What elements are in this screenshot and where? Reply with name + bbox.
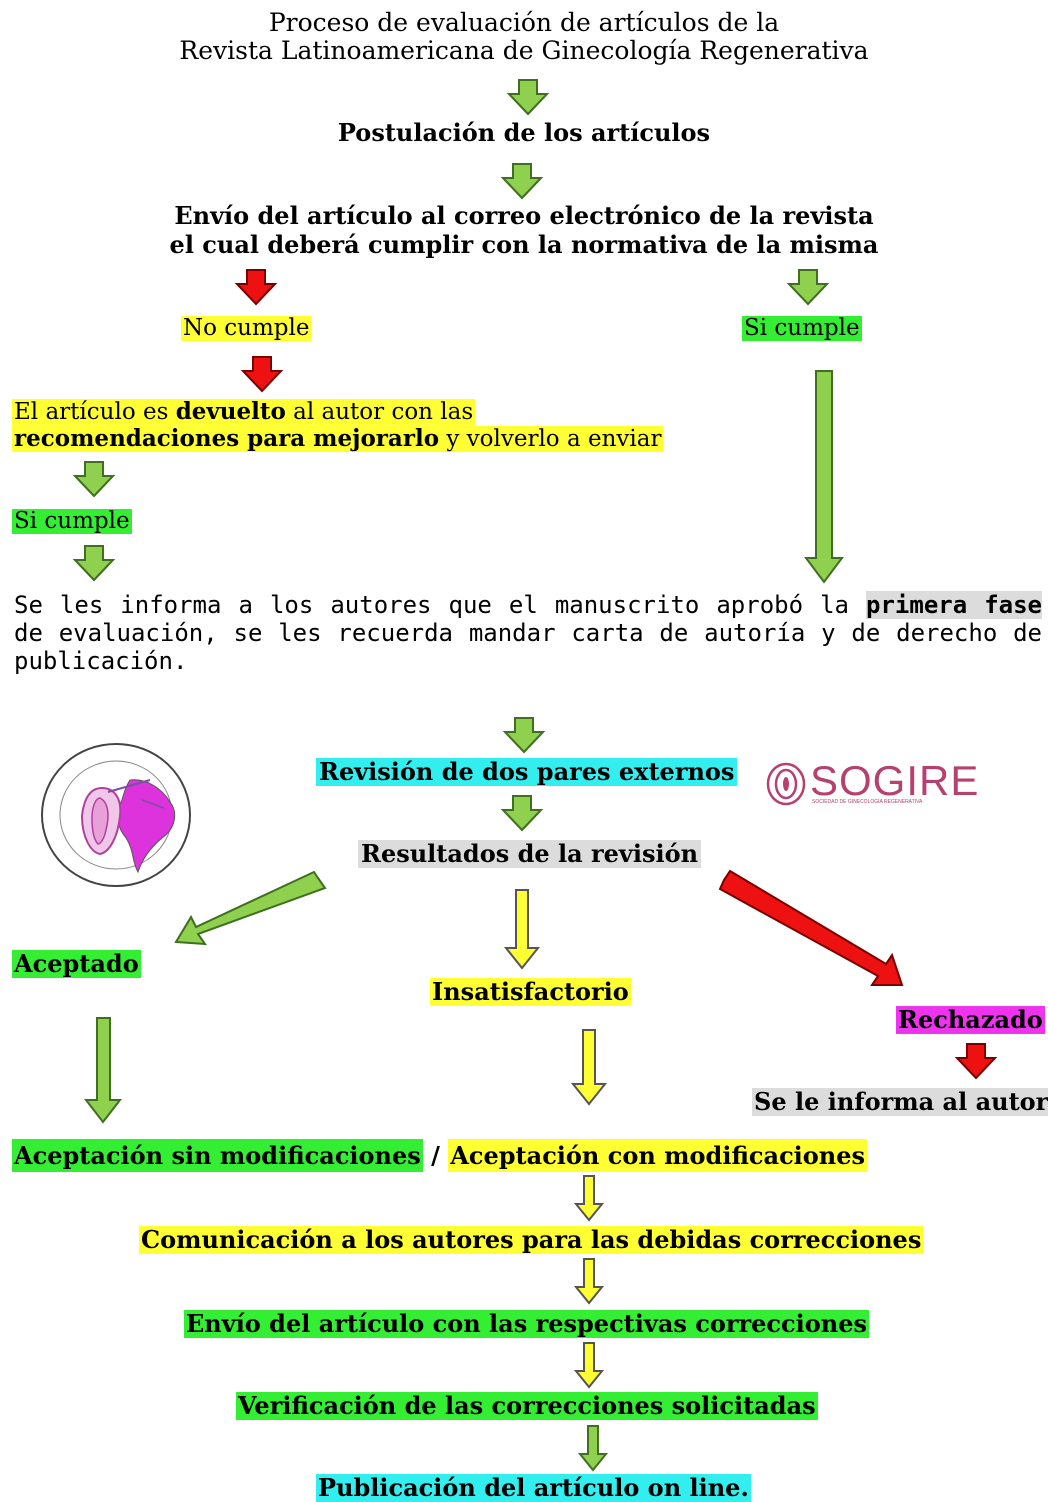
aceptacion-con-label: Aceptación con modificaciones [448, 1139, 868, 1172]
revista-seal-logo [41, 743, 191, 887]
arrow-si-cumple [788, 269, 828, 305]
arrow-chain-4 [577, 1425, 609, 1472]
devuelto-text-c: al autor con las [285, 399, 474, 425]
devuelto-line-2: recomendaciones para mejorarlo y volverl… [12, 425, 664, 452]
rechazado-label: Rechazado [896, 1005, 1045, 1034]
informa-paragraph: Se les informa a los autores que el manu… [14, 591, 1043, 675]
arrow-chain-2 [573, 1258, 605, 1305]
envio-line-2: el cual deberá cumplir con la normativa … [169, 230, 879, 259]
recomendaciones-bold: recomendaciones para mejorarlo [14, 425, 440, 452]
devuelto-text-a: El artículo es [14, 399, 176, 425]
title-line-1: Proceso de evaluación de artículos de la [268, 8, 780, 37]
sogire-logo: SOGIRE SOCIEDAD DE GINECOLOGÍA REGENERAT… [764, 760, 994, 810]
verificacion-label: Verificación de las correcciones solicit… [236, 1391, 818, 1420]
comunicacion-label: Comunicación a los autores para las debi… [139, 1225, 924, 1254]
arrow-to-aceptado [174, 870, 327, 946]
arrow-to-rechazado [718, 869, 904, 986]
insatisfactorio-label: Insatisfactorio [430, 977, 631, 1006]
arrow-devuelto [242, 356, 282, 392]
arrow-insatisfactorio-down [570, 1029, 608, 1106]
arrow-si-cumple-left [74, 461, 114, 497]
arrow-informa [74, 545, 114, 581]
arrow-no-cumple [236, 269, 276, 305]
arrow-revision [504, 717, 544, 753]
no-cumple-label: No cumple [181, 315, 312, 341]
resultados-label: Resultados de la revisión [358, 840, 702, 868]
aceptacion-line: Aceptación sin modificaciones / Aceptaci… [12, 1139, 868, 1172]
sogire-flower-icon [766, 762, 806, 806]
arrow-chain-1 [573, 1175, 605, 1222]
primera-fase-bold: primera fase [866, 591, 1043, 619]
aceptacion-slash: / [422, 1141, 449, 1170]
arrow-aceptado-down [83, 1017, 123, 1124]
envio-line-1: Envío del artículo al correo electrónico… [174, 201, 874, 230]
arrow-long-right [804, 370, 844, 584]
arrow-resultados [502, 795, 542, 831]
se-le-informa-label: Se le informa al autor [752, 1088, 1048, 1116]
title-line-2: Revista Latinoamericana de Ginecología R… [179, 36, 869, 65]
arrow-down-2 [502, 163, 542, 199]
arrow-to-insatisfactorio [503, 889, 541, 970]
arrow-rechazado-down [956, 1043, 996, 1079]
si-cumple-right-label: Si cumple [742, 315, 862, 341]
arrow-down-1 [508, 79, 548, 115]
aceptado-label: Aceptado [12, 949, 141, 978]
informa-text-a: Se les informa a los autores que el manu… [14, 591, 867, 619]
aceptacion-sin-label: Aceptación sin modificaciones [12, 1139, 423, 1172]
sogire-wordmark: SOGIRE [810, 757, 980, 804]
sogire-subtitle: SOCIEDAD DE GINECOLOGÍA REGENERATIVA [812, 799, 923, 805]
informa-text-c: de evaluación, se les recuerda mandar ca… [14, 619, 1042, 675]
publicacion-label: Publicación del artículo on line. [316, 1473, 751, 1502]
revision-label: Revisión de dos pares externos [316, 758, 738, 786]
devuelto-line-1: El artículo es devuelto al autor con las [12, 398, 476, 425]
devuelto-bold: devuelto [175, 398, 286, 425]
postulacion-label: Postulación de los artículos [337, 118, 711, 147]
envio-correcciones-label: Envío del artículo con las respectivas c… [184, 1309, 870, 1338]
devuelto-text-end: y volverlo a enviar [439, 426, 662, 452]
arrow-chain-3 [573, 1342, 605, 1389]
si-cumple-left-label: Si cumple [12, 508, 132, 534]
